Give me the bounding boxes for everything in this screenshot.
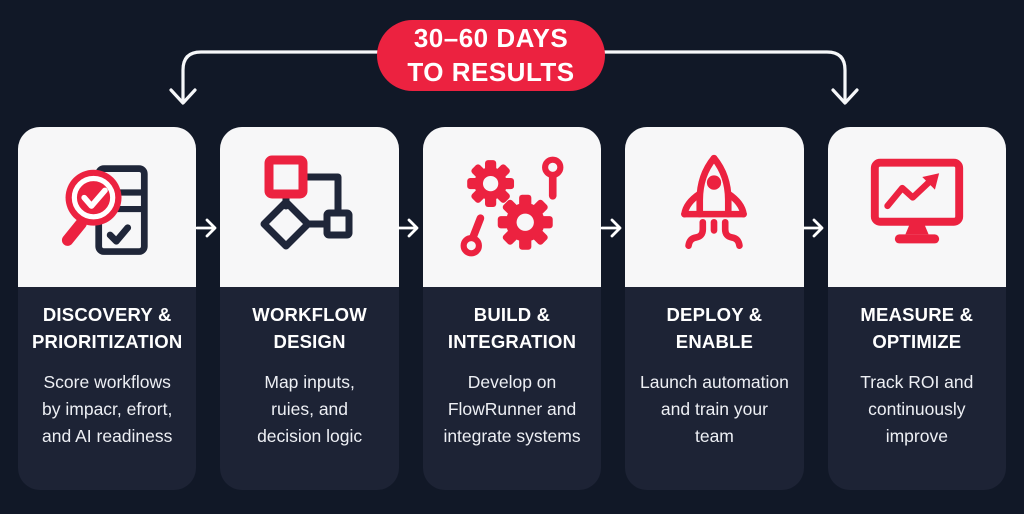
step-title: WORKFLOW DESIGN bbox=[252, 304, 367, 352]
step-arrow-3-icon bbox=[600, 218, 622, 238]
step4-icon-panel bbox=[625, 127, 804, 287]
step-arrow-1-icon bbox=[195, 218, 217, 238]
gear-large bbox=[497, 194, 553, 250]
gears-icon bbox=[460, 156, 564, 257]
step-card-build-integration: BUILD & INTEGRATION Develop on FlowRunne… bbox=[422, 127, 602, 490]
left-arrowhead-icon bbox=[169, 88, 197, 105]
left-connector-arrow bbox=[181, 50, 379, 102]
step-title: MEASURE & OPTIMIZE bbox=[860, 304, 974, 352]
step-title: DISCOVERY & PRIORITIZATION bbox=[31, 304, 183, 352]
step-description: Score workflows by impacr, efrort, and A… bbox=[42, 372, 173, 447]
step1-text-panel: DISCOVERY & PRIORITIZATION Score workflo… bbox=[18, 287, 196, 490]
magnifier-checklist-icon bbox=[62, 165, 148, 255]
rocket-icon bbox=[681, 154, 748, 249]
step-description: Track ROI and continuously improve bbox=[860, 372, 974, 447]
step-arrow-2-icon bbox=[397, 218, 419, 238]
step3-text-panel: BUILD & INTEGRATION Develop on FlowRunne… bbox=[423, 287, 601, 490]
step5-text-panel: MEASURE & OPTIMIZE Track ROI and continu… bbox=[828, 287, 1006, 490]
steps-row: DISCOVERY & PRIORITIZATION Score workflo… bbox=[18, 127, 1007, 490]
step-description: Map inputs, ruies, and decision logic bbox=[257, 372, 363, 447]
step-description: Develop on FlowRunner and integrate syst… bbox=[443, 372, 581, 447]
step-card-measure-optimize: MEASURE & OPTIMIZE Track ROI and continu… bbox=[827, 127, 1007, 490]
duration-badge-line1: 30–60 DAYS bbox=[413, 23, 569, 54]
right-connector-arrow bbox=[603, 50, 847, 102]
step-title: BUILD & INTEGRATION bbox=[447, 304, 577, 352]
step5-icon-panel bbox=[827, 127, 1007, 287]
duration-badge-line2: TO RESULTS bbox=[407, 56, 575, 87]
step4-text-panel: DEPLOY & ENABLE Launch automation and tr… bbox=[625, 287, 803, 490]
step-arrow-4-icon bbox=[802, 218, 824, 238]
step2-text-panel: WORKFLOW DESIGN Map inputs, ruies, and d… bbox=[220, 287, 398, 490]
gear-small bbox=[467, 160, 515, 207]
right-arrowhead-icon bbox=[831, 88, 859, 105]
step-card-discovery: DISCOVERY & PRIORITIZATION Score workflo… bbox=[18, 127, 197, 490]
step-title: DEPLOY & ENABLE bbox=[666, 304, 763, 352]
monitor-chart-icon bbox=[870, 158, 963, 244]
step1-icon-panel bbox=[18, 127, 197, 287]
duration-badge: 30–60 DAYS TO RESULTS bbox=[377, 20, 605, 91]
step2-icon-panel bbox=[220, 127, 399, 287]
step-description: Launch automation and train your team bbox=[639, 372, 789, 447]
step-card-deploy-enable: DEPLOY & ENABLE Launch automation and tr… bbox=[625, 127, 804, 490]
flowchart-icon bbox=[260, 155, 353, 250]
timeline-connector-arrows bbox=[169, 50, 859, 105]
step-card-workflow-design: WORKFLOW DESIGN Map inputs, ruies, and d… bbox=[220, 127, 399, 490]
step3-icon-panel bbox=[422, 127, 602, 287]
